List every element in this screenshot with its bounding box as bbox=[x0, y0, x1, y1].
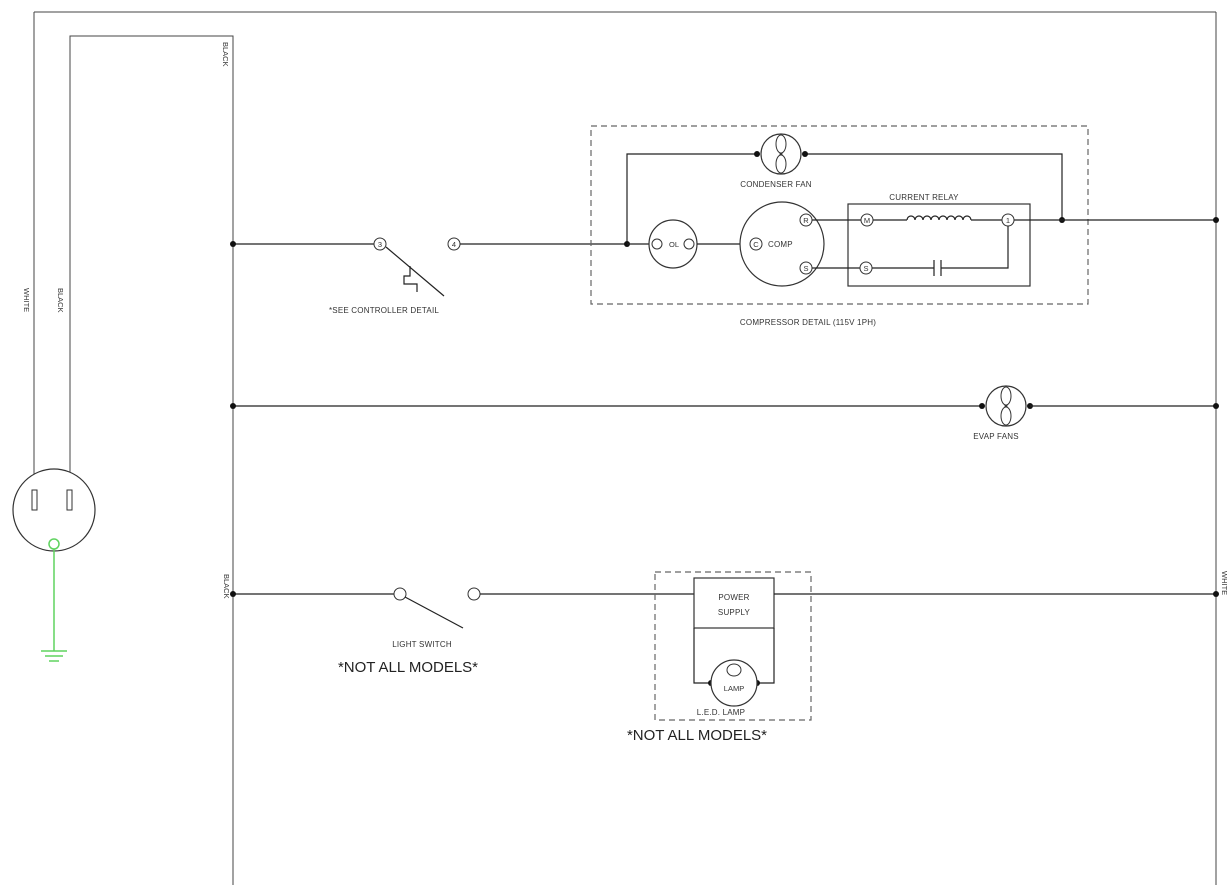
frame bbox=[33, 11, 1217, 885]
led-lamp-box bbox=[654, 571, 812, 721]
power-supply-box bbox=[693, 577, 775, 629]
relay-terminal-1-label: 1 bbox=[1006, 216, 1010, 225]
wire-label-black-mid: BLACK bbox=[222, 574, 231, 599]
controller-terminal-4-label: 4 bbox=[452, 240, 456, 249]
controller-terminal-3 bbox=[373, 237, 387, 251]
comp-terminal-r-label: R bbox=[803, 216, 809, 225]
capacitor-symbol bbox=[933, 260, 942, 276]
light-circuit: LIGHT SWITCH *NOT ALL MODELS* POWER SUPP… bbox=[233, 571, 1219, 744]
evap-circuit: EVAP FANS bbox=[233, 385, 1219, 441]
bus-junctions bbox=[230, 241, 236, 597]
wire-label-white-cord: WHITE bbox=[22, 288, 31, 312]
comp-terminal-c-label: C bbox=[753, 240, 759, 249]
power-supply-line2: SUPPLY bbox=[718, 608, 751, 617]
led-lamp-label: L.E.D. LAMP bbox=[697, 708, 745, 717]
led-lamp-note: *NOT ALL MODELS* bbox=[627, 727, 767, 744]
compressor-detail-title: COMPRESSOR DETAIL (115V 1PH) bbox=[740, 318, 876, 327]
compressor-detail-box bbox=[590, 125, 1089, 305]
power-supply-line1: POWER bbox=[718, 593, 749, 602]
lamp-label: LAMP bbox=[724, 684, 744, 693]
condenser-fan-icon bbox=[760, 133, 802, 175]
current-relay-box bbox=[847, 203, 1031, 287]
lamp-icon bbox=[710, 659, 758, 707]
ground-symbol bbox=[41, 549, 67, 662]
relay-coil bbox=[906, 215, 972, 221]
controller-terminal-3-label: 3 bbox=[378, 240, 382, 249]
wire-label-black-top: BLACK bbox=[221, 42, 230, 67]
light-switch-blade bbox=[404, 596, 464, 629]
compressor-detail: COMPRESSOR DETAIL (115V 1PH) CONDENSER F… bbox=[590, 125, 1219, 327]
wire-label-black-cord: BLACK bbox=[56, 288, 65, 313]
comp-terminal-c bbox=[749, 237, 763, 251]
light-switch-terminal-right bbox=[467, 587, 481, 601]
light-switch-terminal-left bbox=[393, 587, 407, 601]
evap-fans-label: EVAP FANS bbox=[973, 432, 1019, 441]
power-plug bbox=[12, 468, 96, 552]
light-switch-label: LIGHT SWITCH bbox=[392, 640, 452, 649]
wire-label-white-right: WHITE bbox=[1220, 571, 1229, 595]
relay-terminal-s-label: S bbox=[863, 264, 868, 273]
condenser-fan-label: CONDENSER FAN bbox=[740, 180, 812, 189]
controller-circuit: 3 4 *SEE CONTROLLER DETAIL bbox=[233, 237, 627, 315]
comp-label: COMP bbox=[768, 240, 793, 249]
current-relay-label: CURRENT RELAY bbox=[889, 193, 959, 202]
comp-terminal-s-label: S bbox=[803, 264, 808, 273]
overload-label: OL bbox=[669, 240, 679, 249]
light-switch-note: *NOT ALL MODELS* bbox=[338, 659, 478, 676]
relay-terminal-m-label: M bbox=[864, 216, 870, 225]
evap-fan-icon bbox=[985, 385, 1027, 427]
controller-note: *SEE CONTROLLER DETAIL bbox=[329, 306, 439, 315]
